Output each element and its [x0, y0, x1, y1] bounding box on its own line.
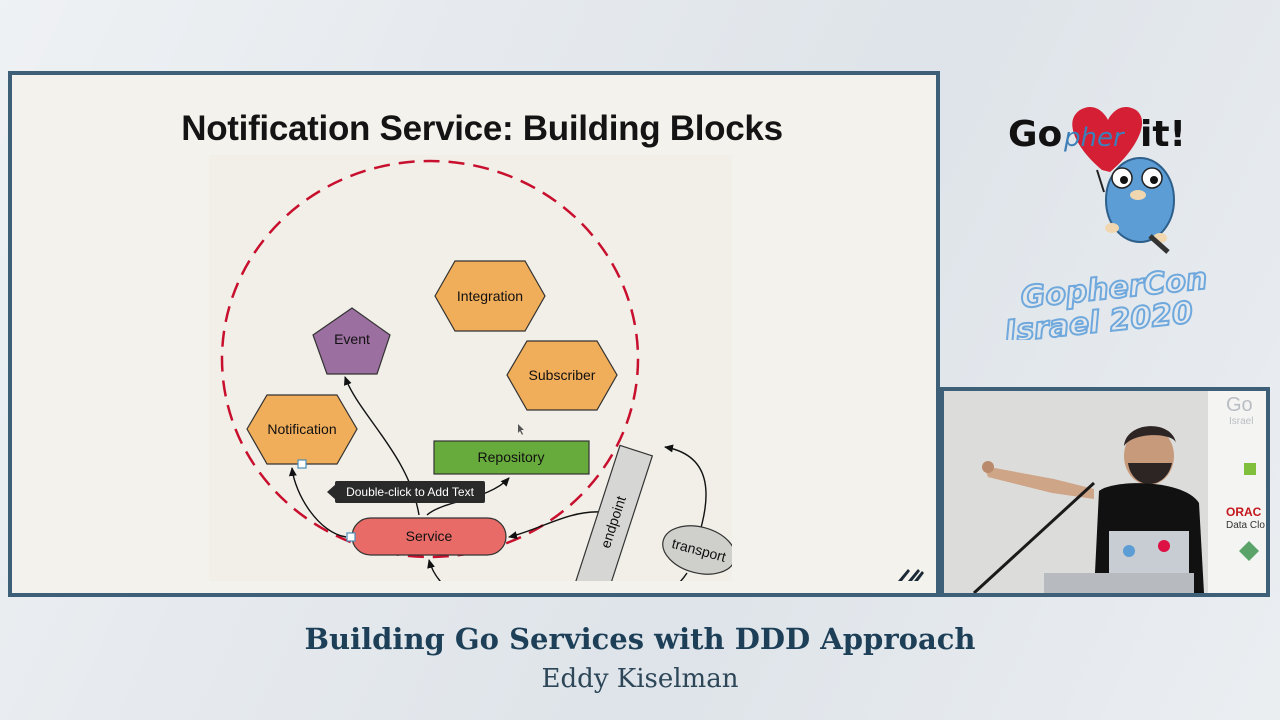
event-label: Event: [334, 331, 370, 347]
podium: [1044, 573, 1194, 593]
transport-to-service-connector: [427, 559, 688, 581]
logo-pher-text: pher: [1063, 123, 1126, 153]
talk-title: Building Go Services with DDD Approach: [304, 622, 976, 656]
endpoint-node[interactable]: endpoint: [572, 444, 654, 581]
subscriber-label: Subscriber: [529, 367, 596, 383]
slide-frame: Notification Service: Building Blocks In…: [8, 71, 940, 597]
gophercon-logo: Go pher it! GopherCon Israel 2020: [1000, 100, 1230, 351]
sponsor-text-2: Data Clo: [1226, 520, 1265, 531]
integration-node[interactable]: Integration: [434, 260, 546, 332]
notification-node[interactable]: Notification: [246, 394, 358, 469]
diagram-canvas: Integration Event Subscriber Notificatio…: [209, 155, 732, 581]
add-text-tooltip: Double-click to Add Text: [327, 481, 485, 503]
sponsor-banner: [1208, 391, 1266, 593]
bounded-context-boundary: [220, 159, 640, 559]
speaker-webcam: Go Israel ORAC Data Clo: [940, 387, 1270, 597]
subscriber-node[interactable]: Subscriber: [506, 340, 618, 411]
notification-label: Notification: [267, 421, 336, 437]
selection-handle[interactable]: [297, 459, 307, 469]
logo-it-text: it!: [1140, 114, 1186, 155]
selection-handle[interactable]: [346, 532, 356, 542]
endpoint-to-service-connector: [508, 511, 602, 540]
transport-to-endpoint-connector: [664, 444, 707, 542]
repository-label: Repository: [478, 449, 545, 465]
gopher-mascot-icon: [1096, 157, 1175, 254]
slide-title: Notification Service: Building Blocks: [181, 109, 783, 148]
brand-mark-icon: [898, 569, 924, 581]
sponsor-text-1: ORAC: [1226, 505, 1262, 519]
repository-node[interactable]: Repository: [433, 440, 590, 475]
logo-go-text: Go: [1008, 114, 1062, 155]
banner-text-go: Go: [1226, 394, 1253, 416]
heart-icon: [1072, 107, 1143, 172]
tooltip-text: Double-click to Add Text: [346, 485, 475, 499]
diagram-svg: Integration Event Subscriber Notificatio…: [220, 159, 732, 581]
service-label: Service: [406, 528, 453, 544]
speaker-name: Eddy Kiselman: [541, 664, 739, 694]
microphone-stand: [972, 481, 1096, 593]
integration-label: Integration: [457, 288, 523, 304]
speaker-figure: [982, 426, 1204, 593]
service-node[interactable]: Service: [346, 517, 507, 556]
transport-node[interactable]: transport: [657, 518, 732, 581]
mouse-cursor: [518, 424, 524, 435]
service-to-notification-connector: [288, 467, 347, 538]
banner-text-israel: Israel: [1229, 416, 1253, 427]
event-node[interactable]: Event: [312, 307, 391, 375]
